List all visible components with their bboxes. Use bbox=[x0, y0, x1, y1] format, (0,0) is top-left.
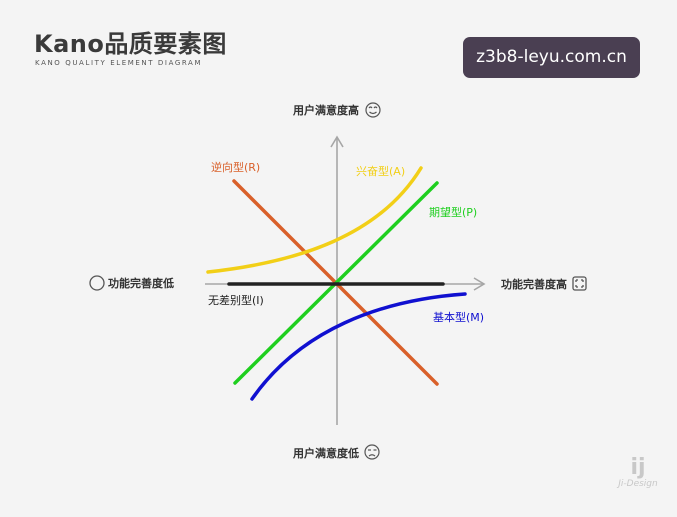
brand-glyph: ij bbox=[630, 455, 646, 480]
page-title: Kano品质要素图 bbox=[34, 30, 227, 58]
performance-label: 期望型(P) bbox=[429, 205, 477, 219]
vertical-axis-arrow bbox=[330, 135, 344, 148]
brand-logo: ij Ji-Design bbox=[614, 455, 662, 490]
excitement-curve bbox=[206, 166, 423, 274]
basic-label: 基本型(M) bbox=[433, 310, 484, 324]
horizontal-axis-arrow bbox=[473, 277, 486, 291]
reverse-label: 逆向型(R) bbox=[211, 160, 260, 174]
watermark-badge: z3b8-leyu.com.cn bbox=[463, 37, 640, 78]
happy-face-icon bbox=[365, 102, 381, 118]
axis-label-top: 用户满意度高 bbox=[293, 103, 359, 117]
page-subtitle: KANO QUALITY ELEMENT DIAGRAM bbox=[35, 59, 203, 67]
brand-text: Ji-Design bbox=[618, 479, 658, 489]
axis-label-left: 功能完善度低 bbox=[108, 276, 174, 290]
indifferent-label: 无差别型(I) bbox=[208, 293, 264, 307]
empty-circle-icon bbox=[89, 275, 105, 291]
fullscreen-frame-icon bbox=[572, 276, 587, 291]
axis-label-bottom: 用户满意度低 bbox=[293, 446, 359, 460]
axis-label-right: 功能完善度高 bbox=[501, 277, 567, 291]
excitement-label: 兴奋型(A) bbox=[356, 164, 405, 178]
basic-curve bbox=[250, 292, 467, 401]
sad-face-icon bbox=[364, 444, 380, 460]
